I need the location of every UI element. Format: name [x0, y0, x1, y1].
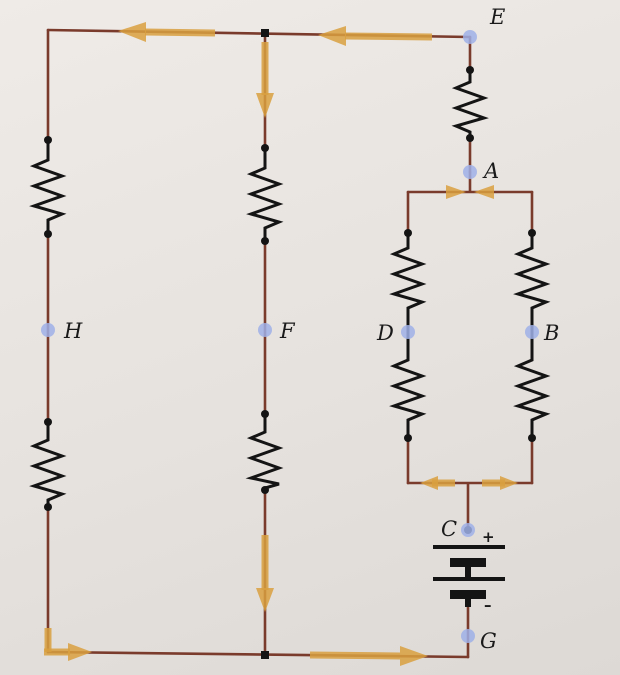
current-arrow-icon: [420, 476, 518, 490]
label-a: A: [482, 159, 499, 183]
label-e: E: [489, 5, 505, 29]
junction-top: [261, 29, 269, 37]
resistor-left-lower: [29, 418, 67, 511]
current-arrow-icon: [44, 628, 92, 661]
node-g-marker: [461, 629, 475, 643]
node-b-marker: [525, 325, 539, 339]
label-g: G: [480, 629, 497, 653]
current-arrow-icon: [309, 646, 428, 666]
resistor-middle-lower: [245, 410, 284, 494]
resistor-b-lower: [513, 345, 551, 442]
junctions: [261, 29, 269, 659]
battery-positive-sign: +: [482, 528, 495, 546]
junction-bottom: [261, 651, 269, 659]
resistor-d-upper: [389, 229, 427, 318]
node-labels: E A H F D B C G: [63, 5, 559, 653]
resistors: [29, 66, 551, 511]
resistor-midlinks: [406, 318, 534, 345]
resistor-left-upper: [29, 136, 67, 238]
battery-plate-long-1: [433, 545, 505, 549]
resistor-b-upper: [513, 229, 551, 318]
battery-negative-sign: –: [484, 596, 492, 614]
node-d-marker: [401, 325, 415, 339]
resistor-e-a: [451, 66, 489, 142]
resistor-d-lower: [389, 345, 427, 442]
current-arrows: [44, 22, 518, 666]
resistor-middle-upper: [246, 144, 284, 245]
current-arrow-icon: [318, 26, 433, 46]
current-arrow-icon: [256, 535, 274, 612]
node-markers: [41, 30, 539, 643]
label-b: B: [543, 321, 559, 345]
label-d: D: [376, 321, 394, 345]
node-h-marker: [41, 323, 55, 337]
node-c-marker: [461, 523, 475, 537]
label-h: H: [63, 319, 83, 343]
battery-plate-short-1: [450, 558, 486, 567]
current-arrow-icon: [446, 185, 494, 199]
label-f: F: [279, 319, 296, 343]
battery-plate-short-2: [450, 590, 486, 599]
node-a-marker: [463, 165, 477, 179]
current-arrow-icon: [118, 22, 216, 42]
current-arrow-icon: [256, 42, 274, 118]
label-c: C: [441, 517, 457, 541]
node-f-marker: [258, 323, 272, 337]
node-e-marker: [463, 30, 477, 44]
wire-parallel-bottom: [406, 481, 534, 532]
battery-plate-long-2: [433, 577, 505, 581]
